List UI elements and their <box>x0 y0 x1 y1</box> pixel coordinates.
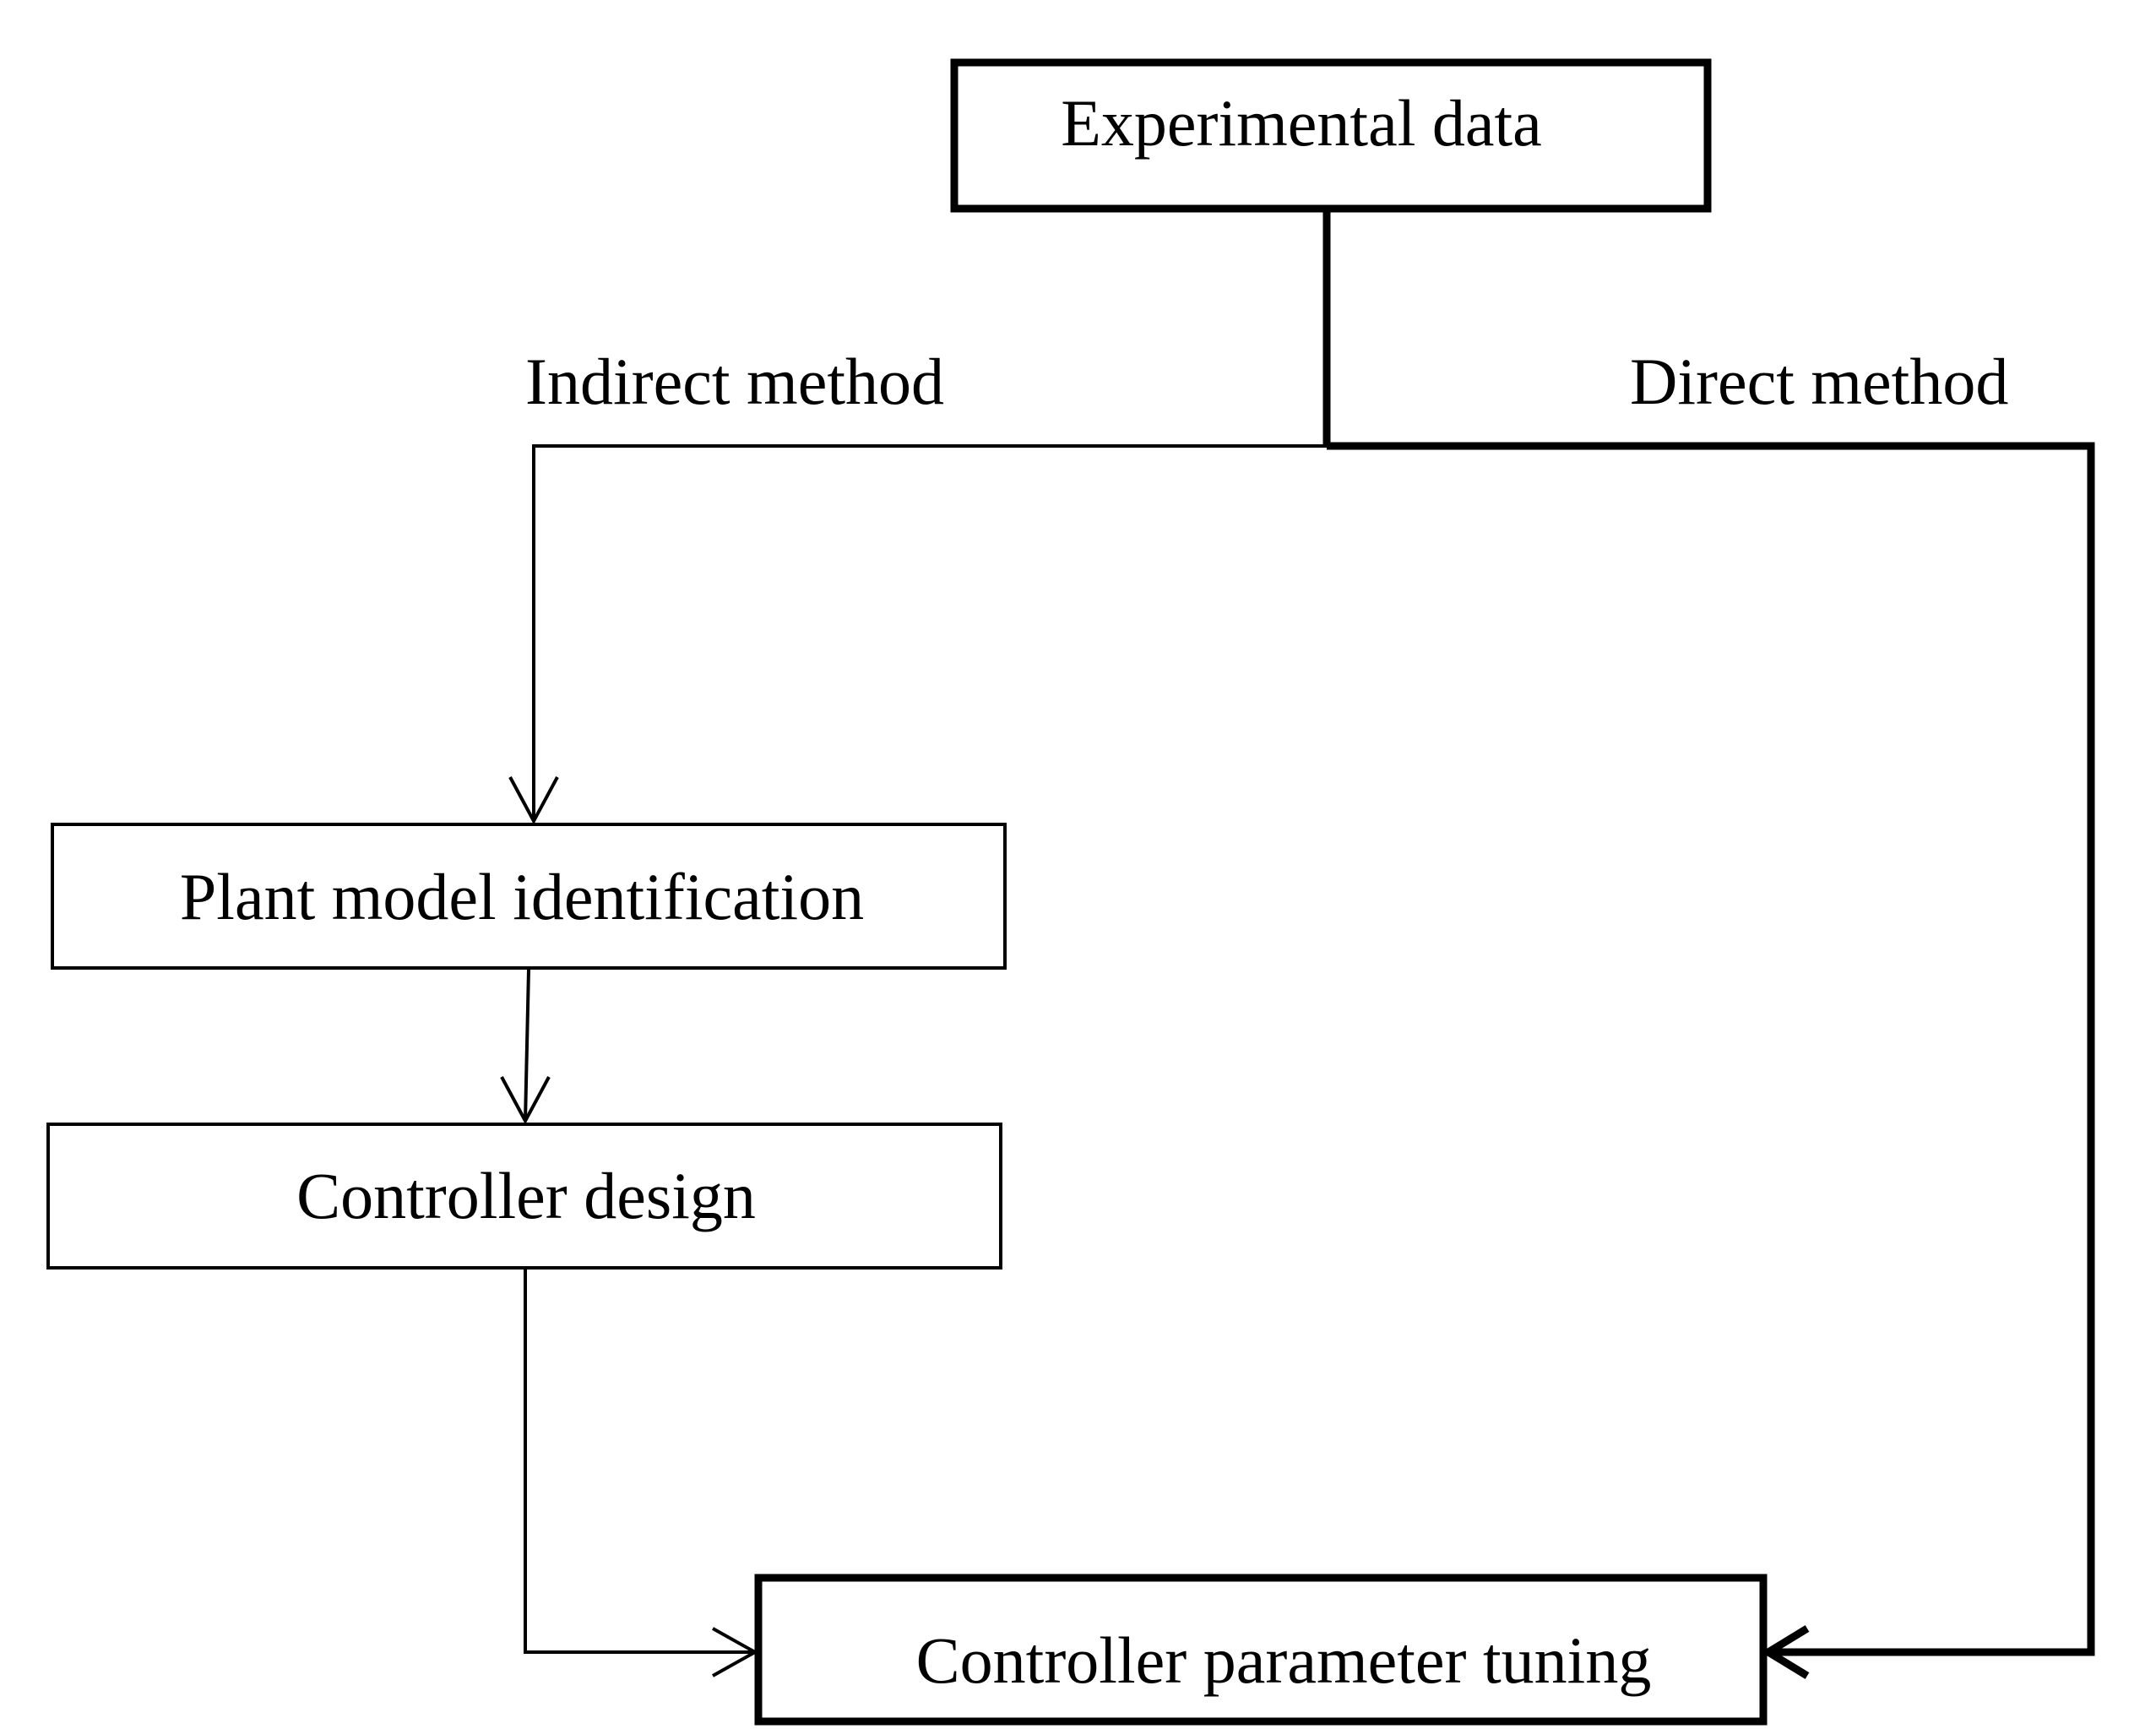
plant-model-identification-label: Plant model identification <box>180 860 864 933</box>
experimental-data-label: Experimental data <box>1061 86 1542 160</box>
indirect-branch-arrowhead <box>508 776 559 825</box>
identification-to-design-arrowhead <box>500 1076 551 1125</box>
controller-design-box <box>46 1123 1002 1270</box>
node-controller-parameter-tuning: Controller parameter tuning <box>754 1574 1768 1726</box>
identification-to-design-line <box>524 969 530 1122</box>
node-plant-model-identification: Plant model identification <box>51 823 1007 970</box>
identification-to-design-connector <box>500 969 551 1125</box>
direct-method-label: Direct method <box>1630 345 2008 418</box>
experimental-data-box <box>950 58 1712 213</box>
indirect-method-label: Indirect method <box>525 345 944 418</box>
direct-branch-arrowhead <box>1761 1625 1810 1679</box>
design-to-tuning-line <box>524 1270 755 1654</box>
design-to-tuning-arrowhead <box>712 1627 759 1677</box>
indirect-branch-line <box>532 444 1327 821</box>
indirect-branch-connector <box>508 444 1327 825</box>
direct-branch-line <box>1327 442 2095 1656</box>
node-experimental-data: Experimental data <box>950 58 1712 213</box>
direct-branch-connector <box>1327 442 2095 1679</box>
plant-model-identification-box <box>51 823 1007 970</box>
node-controller-design: Controller design <box>46 1123 1002 1270</box>
controller-design-label: Controller design <box>296 1159 756 1232</box>
design-to-tuning-connector <box>524 1270 759 1677</box>
controller-parameter-tuning-label: Controller parameter tuning <box>916 1623 1652 1697</box>
controller-parameter-tuning-box <box>754 1574 1768 1726</box>
